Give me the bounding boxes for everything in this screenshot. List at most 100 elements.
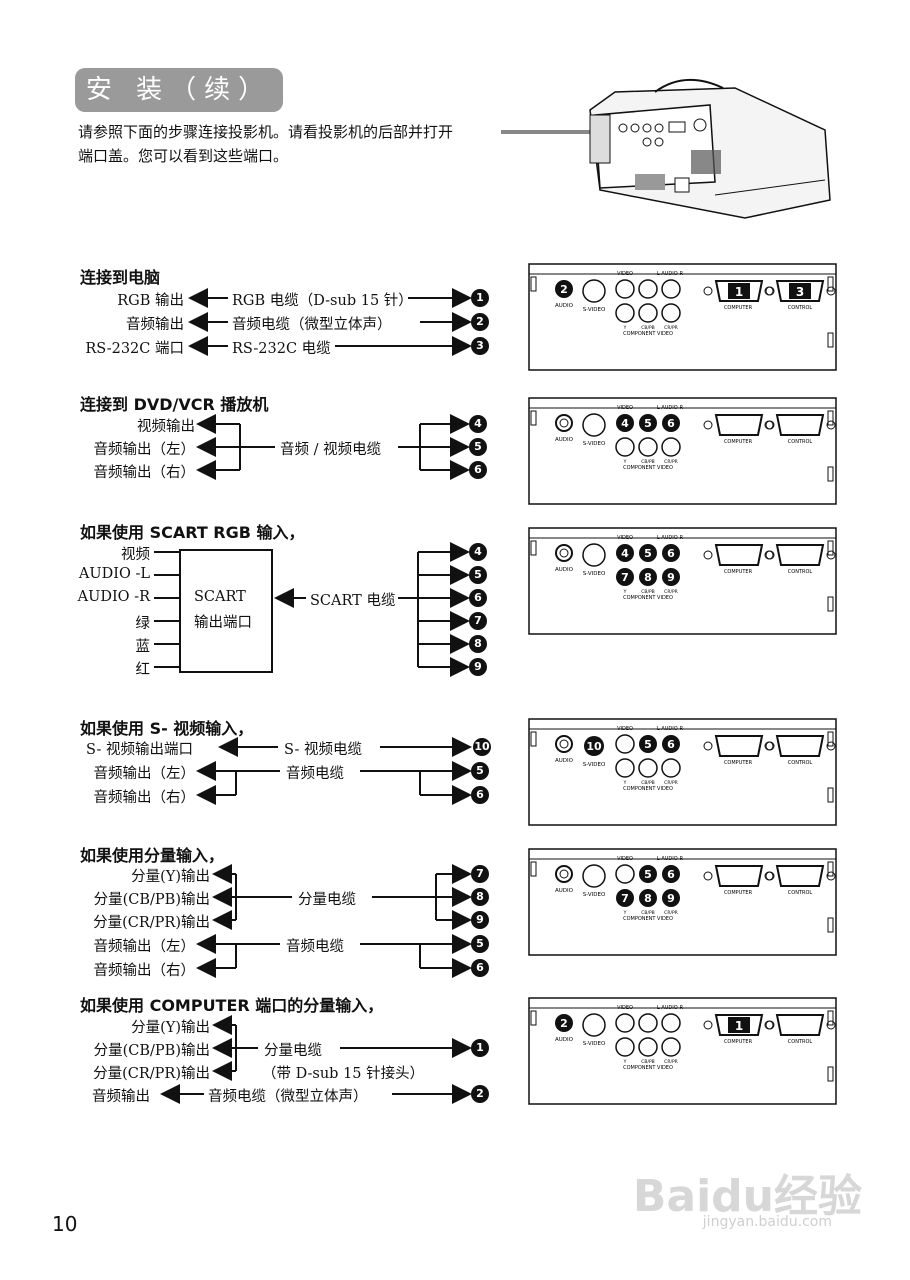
panel-marker-5: 5 — [639, 735, 657, 753]
panel-computer-label: COMPUTER — [724, 439, 753, 445]
component-section-title: 如果使用分量输入， — [80, 846, 225, 865]
panel-control-label: CONTROL — [788, 890, 813, 896]
scart-box-label-2: 输出端口 — [194, 615, 252, 631]
svg-text:5: 5 — [644, 417, 652, 430]
panel-marker-9: 9 — [662, 889, 680, 907]
panel-svideo-label: S-VIDEO — [583, 571, 606, 577]
scart-red-label: 红 — [135, 662, 151, 678]
audio-output-label: 音频输出 — [126, 317, 184, 333]
scart-box-label-1: SCART — [194, 589, 246, 605]
comp-port-y-label: 分量(Y)输出 — [131, 1020, 210, 1036]
panel-cbpb-label: CB/PB — [641, 459, 655, 465]
panel-laudio-label: L-AUDIO-R — [657, 726, 684, 732]
component-audio-cable-label: 音频电缆 — [286, 939, 344, 955]
panel-computer-label: COMPUTER — [724, 1039, 753, 1045]
panel-control-label: CONTROL — [788, 760, 813, 766]
panel-component-video-label: COMPONENT VIDEO — [623, 331, 673, 337]
svg-text:5: 5 — [644, 738, 652, 751]
panel-control-port — [764, 1014, 836, 1036]
svg-text:10: 10 — [586, 740, 602, 753]
panel-control-label: CONTROL — [788, 305, 813, 311]
panel-laudio-label: L-AUDIO-R — [657, 1005, 684, 1011]
svideo-audio-left-label: 音频输出（左） — [93, 766, 196, 782]
panel-marker-4: 4 — [616, 414, 634, 432]
panel-video-label: VIDEO — [617, 856, 633, 862]
watermark-url: jingyan.baidu.com — [702, 1214, 832, 1230]
panel-component-video-label: COMPONENT VIDEO — [623, 916, 673, 922]
number-marker-6: 6 — [471, 786, 489, 804]
panel-computer-port: 1 — [703, 1014, 775, 1036]
rgb-output-label: RGB 输出 — [117, 293, 184, 309]
panel-marker-7: 7 — [616, 889, 634, 907]
comp-port-cr-label: 分量(CR/PR)输出 — [93, 1066, 210, 1082]
panel-svideo-label: S-VIDEO — [583, 441, 606, 447]
number-marker-7: 7 — [469, 612, 487, 630]
number-marker-7: 7 — [471, 865, 489, 883]
projector-illustration — [501, 78, 831, 219]
panel-marker-10: 10 — [584, 736, 604, 756]
section-title: 安 装（续） — [75, 68, 283, 112]
scart-video-label: 视频 — [121, 547, 150, 563]
number-marker-4: 4 — [469, 415, 487, 433]
number-marker-2: 2 — [471, 313, 489, 331]
dvd-audio-left-label: 音频输出（左） — [93, 442, 196, 458]
panel-marker-8: 8 — [639, 568, 657, 586]
number-marker-6: 6 — [471, 959, 489, 977]
number-marker-5: 5 — [471, 762, 489, 780]
panel-cbpb-label: CB/PB — [641, 325, 655, 331]
panel-y-label: Y — [623, 459, 627, 465]
panel-control-label: CONTROL — [788, 439, 813, 445]
panel-control-port — [764, 544, 836, 566]
number-marker-4: 4 — [469, 543, 487, 561]
number-marker-5: 5 — [469, 438, 487, 456]
panel-marker-6: 6 — [662, 865, 680, 883]
number-marker-8: 8 — [471, 888, 489, 906]
svg-text:7: 7 — [621, 571, 629, 584]
rgb-cable-label: RGB 电缆（D-sub 15 针） — [232, 293, 413, 309]
panel-y-label: Y — [623, 1059, 627, 1065]
panel-marker-5: 5 — [639, 865, 657, 883]
number-marker-5: 5 — [471, 935, 489, 953]
number-marker-9: 9 — [471, 911, 489, 929]
number-marker-1: 1 — [471, 1039, 489, 1057]
comp-port-audio-output-label: 音频输出 — [92, 1089, 150, 1105]
component-audio-left-label: 音频输出（左） — [93, 939, 196, 955]
panel-control-port — [764, 735, 836, 757]
panel-svideo-label: S-VIDEO — [583, 307, 606, 313]
panel-marker-4: 4 — [616, 544, 634, 562]
panel-crpr-label: CR/PR — [664, 780, 678, 786]
scart-section-title: 如果使用 SCART RGB 输入， — [80, 523, 305, 542]
panel-video-label: VIDEO — [617, 1005, 633, 1011]
svg-text:6: 6 — [667, 547, 675, 560]
svg-text:6: 6 — [667, 738, 675, 751]
scart-blue-label: 蓝 — [135, 639, 151, 655]
svg-text:2: 2 — [560, 283, 568, 296]
number-marker-9: 9 — [469, 658, 487, 676]
panel-marker-8: 8 — [639, 889, 657, 907]
panel-y-label: Y — [623, 589, 627, 595]
panel-component-video-label: COMPONENT VIDEO — [623, 595, 673, 601]
comp-port-cb-label: 分量(CB/PB)输出 — [93, 1043, 210, 1059]
panel-video-label: VIDEO — [617, 271, 633, 277]
watermark-logo: Baidu经验 — [632, 1171, 862, 1222]
panel-marker-6: 6 — [662, 735, 680, 753]
dvd-section-title: 连接到 DVD/VCR 播放机 — [80, 395, 269, 414]
panel-control-port: 3 — [764, 280, 836, 302]
svg-text:5: 5 — [644, 547, 652, 560]
panel-crpr-label: CR/PR — [664, 910, 678, 916]
comp-port-section-title: 如果使用 COMPUTER 端口的分量输入， — [80, 996, 384, 1015]
panel-marker-6: 6 — [662, 544, 680, 562]
dvd-audio-right-label: 音频输出（右） — [93, 465, 196, 481]
panel-marker-7: 7 — [616, 568, 634, 586]
panel-svideo-label: S-VIDEO — [583, 892, 606, 898]
panel-svideo-label: S-VIDEO — [583, 762, 606, 768]
panel-control-port — [764, 865, 836, 887]
svg-text:5: 5 — [644, 868, 652, 881]
scart-audio-r-label: AUDIO -R — [77, 589, 150, 605]
panel-audio-label: AUDIO — [555, 303, 574, 309]
